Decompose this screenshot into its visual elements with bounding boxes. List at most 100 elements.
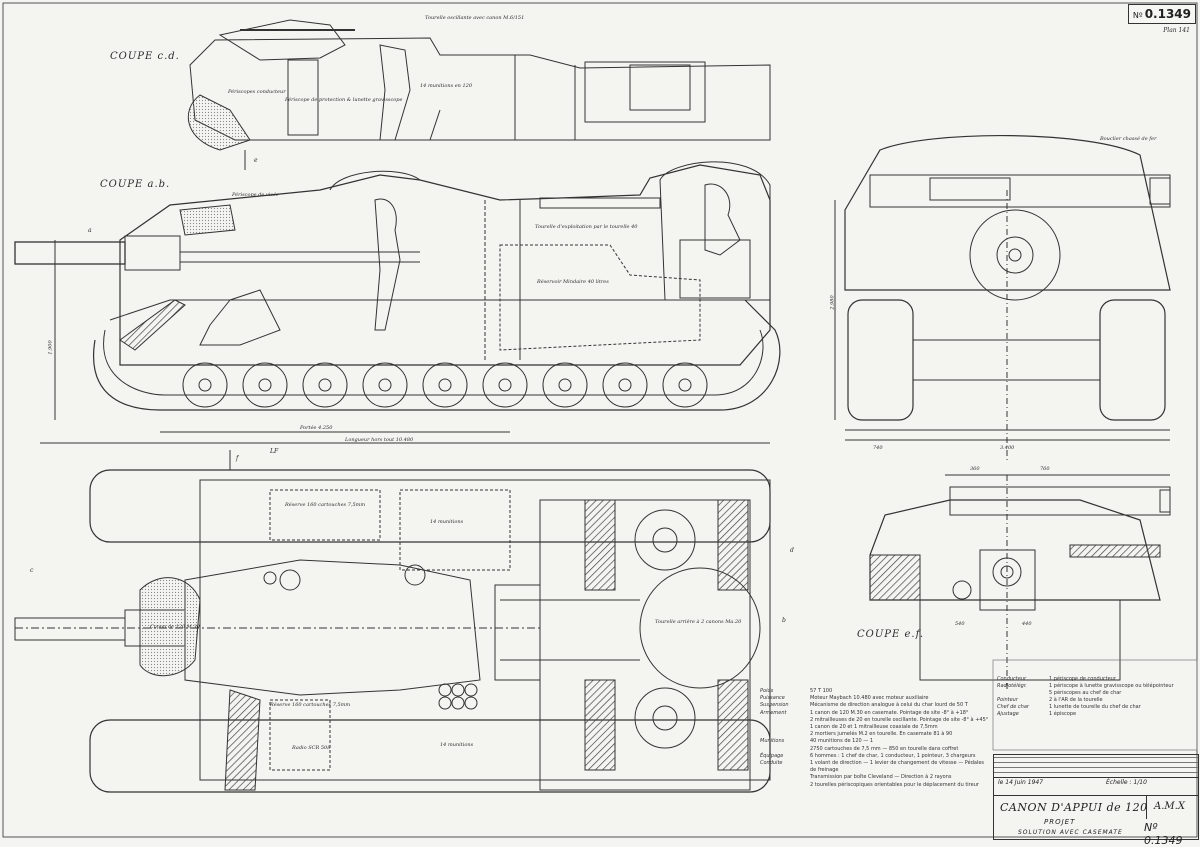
spec-key: Munitions — [760, 738, 785, 745]
note-reserve-cartouches-2: Réserve 160 cartouches 7,5mm — [270, 702, 351, 708]
spec-row: 2750 cartouches de 7,5 mm — 850 en toure… — [760, 746, 990, 753]
spec-value: 2 mitrailleuses de 20 en tourelle oscill… — [810, 716, 989, 723]
title-status: PROJET — [1044, 818, 1076, 826]
marker-d: d — [790, 547, 794, 554]
spec-row: 2 mitrailleuses de 20 en tourelle oscill… — [760, 717, 990, 724]
front-view-drawing — [834, 134, 1171, 460]
note-munitions-top: 14 munitions en 120 — [420, 83, 473, 89]
plan-view-drawing — [14, 469, 771, 793]
title-scale: Échelle : 1/10 — [1106, 779, 1147, 786]
spec-key — [760, 717, 810, 724]
crew-value: 5 périscopes au chef de char — [1049, 690, 1122, 696]
spec-value: 40 munitions de 120 — 1 — [810, 738, 874, 745]
spec-key: Armement — [760, 709, 787, 716]
spec-value: 2750 cartouches de 7,5 mm — 850 en toure… — [810, 745, 959, 752]
revision-grid — [994, 755, 1198, 778]
sheet-note: Plan 141 — [1163, 27, 1190, 34]
dim-3400: 3.400 — [1000, 445, 1015, 451]
section-label-ef: COUPE e.f. — [857, 629, 925, 640]
note-reserve-cartouches: Réserve 160 cartouches 7,5mm — [285, 502, 366, 508]
dim-hauteur: 1.900 — [47, 340, 54, 355]
section-ef-drawing — [869, 474, 1171, 690]
crew-row: Radiotélégr. 1 périscope à lunette gravis… — [997, 683, 1197, 690]
crew-key: Pointeur — [997, 697, 1018, 703]
spec-row: 2 mortiers jumelés M.2 en tourelle. En c… — [760, 731, 990, 738]
spec-value: 2 mortiers jumelés M.2 en tourelle. En c… — [810, 731, 953, 738]
note-tourelle-oscillante: Tourelle oscillante avec canon M.6/151 — [425, 15, 525, 21]
note-canon-plan: Canon de 120 M.30 — [150, 624, 200, 630]
dim-440: 440 — [1022, 621, 1032, 627]
spec-key — [760, 782, 810, 789]
dim-portee: Portée 4.250 — [300, 425, 333, 431]
spec-row: Puissance Moteur Maybach 10.480 avec mote… — [760, 695, 990, 702]
spec-key — [760, 731, 810, 738]
crew-key — [997, 690, 1049, 697]
spec-key: Puissance — [760, 695, 785, 702]
note-munitions-plan-2: 14 munitions — [440, 742, 474, 748]
crew-row: Conducteur 1 périscope de conducteur — [997, 676, 1197, 683]
dim-760: 760 — [1040, 466, 1050, 472]
spec-value: 1 volant de direction — 1 levier de chan… — [810, 760, 985, 774]
title-date: le 14 Juin 1947 — [998, 779, 1044, 786]
spec-row: Conduite 1 volant de direction — 1 levier… — [760, 760, 990, 774]
spec-key — [760, 774, 810, 781]
crew-value: 1 périscope de conducteur — [1049, 676, 1116, 682]
title-name: CANON D'APPUI de 120 — [1000, 801, 1148, 814]
spec-row: 1 canon de 20 et 1 mitrailleuse coaxiale… — [760, 724, 990, 731]
crew-value: 2 à l'AR de la tourelle — [1049, 697, 1103, 703]
title-divider — [994, 795, 1198, 796]
marker-e: e — [254, 157, 258, 164]
section-label-ab: COUPE a.b. — [100, 179, 171, 190]
spec-value: 6 hommes : 1 chef de char, 1 conducteur,… — [810, 752, 976, 759]
marker-lf: LF — [270, 448, 279, 455]
title-vdivider — [1146, 795, 1147, 819]
marker-b: b — [782, 617, 786, 624]
dim-540: 540 — [955, 621, 965, 627]
crew-key: Ajustage — [997, 711, 1019, 717]
spec-row: Munitions 40 munitions de 120 — 1 — [760, 738, 990, 745]
note-periscope-visee: Périscope de visée — [232, 192, 279, 198]
crew-row: 5 périscopes au chef de char — [997, 690, 1197, 697]
note-periscope-protection: Périscope de protection & lunette gravis… — [285, 97, 403, 103]
spec-key: Conduite — [760, 760, 783, 767]
note-radio: Radio SCR 508 — [292, 745, 331, 751]
drawing-number-prefix: Nº — [1132, 11, 1143, 20]
spec-value: Mécanisme de direction analogue à celui … — [810, 702, 968, 709]
spec-key: Équipage — [760, 752, 784, 759]
section-ab-drawing — [14, 150, 781, 470]
spec-row: 2 tourelles périscopiques orientables po… — [760, 782, 990, 789]
spec-row: Transmission par boîte Cleveland — Direc… — [760, 774, 990, 781]
dim-360: 360 — [970, 466, 980, 472]
title-number: Nº 0.1349 — [1144, 821, 1183, 847]
spec-value: Transmission par boîte Cleveland — Direc… — [810, 774, 952, 781]
note-reservoir: Réservoir Mindaire 40 litres — [537, 279, 609, 285]
dim-740: 740 — [873, 445, 883, 451]
crew-value: 1 périscope à lunette gravisscope ou tél… — [1049, 683, 1174, 689]
spec-value: Moteur Maybach 10.480 avec moteur auxili… — [810, 695, 929, 702]
note-tourelle-exploitation: Tourelle d'exploitation par le tourelle … — [535, 224, 638, 230]
spec-value: 1 canon de 20 et 1 mitrailleuse coaxiale… — [810, 724, 938, 731]
spec-row: Équipage 6 hommes : 1 chef de char, 1 con… — [760, 753, 990, 760]
note-tourelle-plan: Tourelle arrière à 2 canons Ma.20 — [655, 619, 742, 625]
spec-key — [760, 724, 810, 731]
note-munitions-plan: 14 munitions — [430, 519, 464, 525]
note-periscopes-conducteur: Périscopes conducteur — [228, 89, 286, 95]
marker-c: c — [30, 567, 34, 574]
crew-key: Conducteur — [997, 676, 1027, 682]
title-company: A.M.X — [1154, 801, 1185, 812]
spec-row: Armement 1 canon de 120 M.30 en casemate.… — [760, 710, 990, 717]
crew-key: Radiotélégr. — [997, 683, 1028, 689]
crew-key: Chef de char — [997, 704, 1029, 710]
spec-value: 1 canon de 120 M.30 en casemate. Pointag… — [810, 709, 969, 716]
spec-value: 2 tourelles périscopiques orientables po… — [810, 781, 979, 788]
dim-longueur: Longueur hors tout 10.480 — [345, 437, 414, 443]
